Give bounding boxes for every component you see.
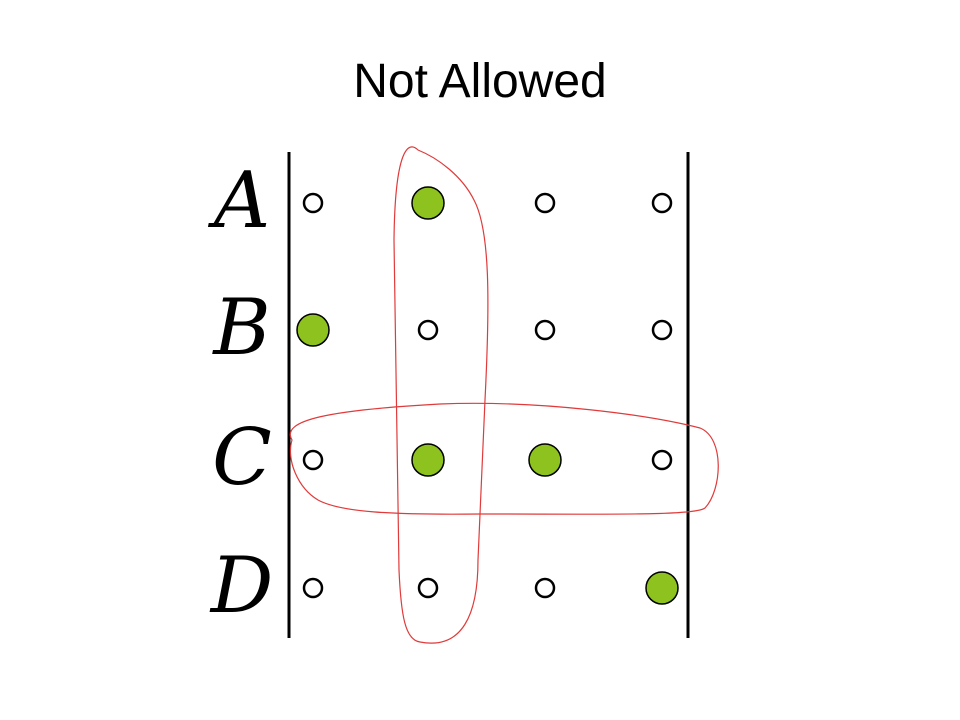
filled-dot-b1 (296, 313, 330, 347)
page-title: Not Allowed (353, 55, 607, 108)
column-loop (393, 146, 489, 644)
empty-dot-b4 (651, 319, 673, 341)
empty-dot-b2 (417, 319, 439, 341)
empty-dot-c1 (302, 449, 324, 471)
row-loop (289, 402, 719, 515)
empty-dot-d2 (417, 577, 439, 599)
row-label-a: A (208, 156, 270, 246)
row-label-c: C (212, 413, 272, 503)
filled-dot-d4 (645, 571, 679, 605)
empty-dot-c4 (651, 449, 673, 471)
row-label-b: B (211, 283, 270, 373)
empty-dot-d3 (534, 577, 556, 599)
filled-dot-c3 (528, 443, 562, 477)
empty-dot-a4 (651, 192, 673, 214)
filled-dot-c2 (411, 443, 445, 477)
empty-dot-a3 (534, 192, 556, 214)
empty-dot-b3 (534, 319, 556, 341)
empty-dot-a1 (302, 192, 324, 214)
row-label-d: D (209, 541, 274, 631)
filled-dot-a2 (411, 186, 445, 220)
empty-dot-d1 (302, 577, 324, 599)
